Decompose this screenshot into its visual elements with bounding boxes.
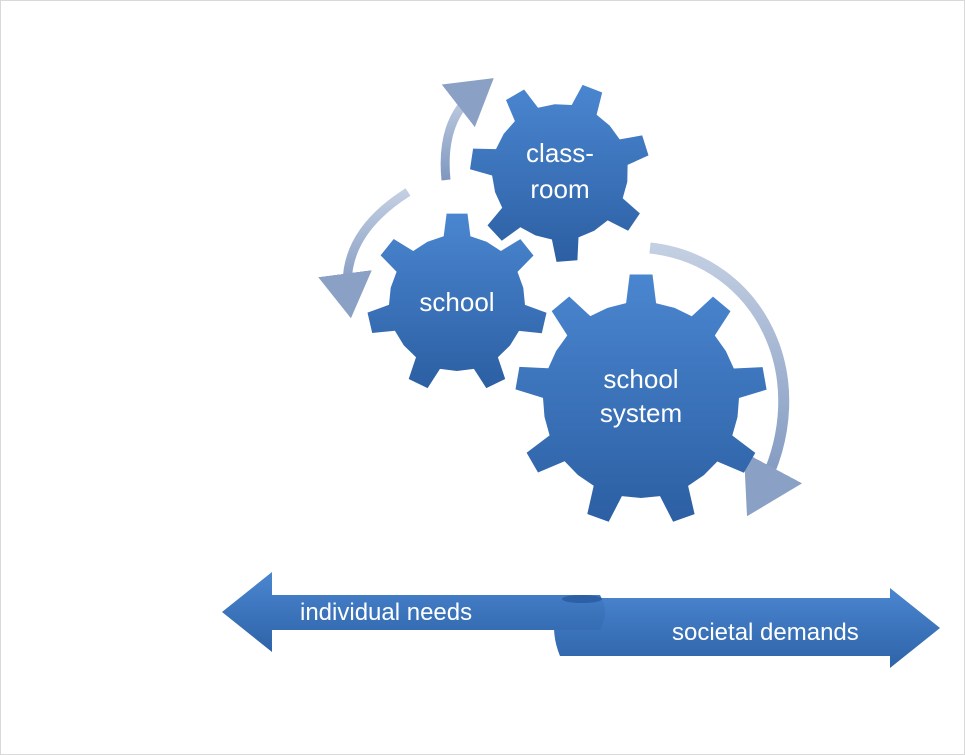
societal-demands-label: societal demands (672, 619, 859, 646)
arrow-overlap-fold (562, 595, 602, 603)
societal-demands-arrow (554, 588, 940, 668)
school-gear-label: school (419, 287, 494, 317)
school-system-gear-label-line2: system (600, 398, 682, 428)
individual-needs-arrow (222, 572, 605, 652)
school-system-gear (515, 274, 767, 522)
curved-arrow-around-system (649, 242, 803, 517)
individual-needs-label: individual needs (300, 599, 472, 626)
classroom-gear-label-line2: room (530, 174, 589, 204)
school-gear (367, 213, 547, 389)
classroom-gear (470, 84, 649, 262)
curved-arrow-to-school (318, 188, 411, 319)
curved-arrow-to-classroom (440, 78, 494, 181)
school-system-gear-label-line1: school (603, 364, 678, 394)
classroom-gear-label-line1: class- (526, 138, 594, 168)
